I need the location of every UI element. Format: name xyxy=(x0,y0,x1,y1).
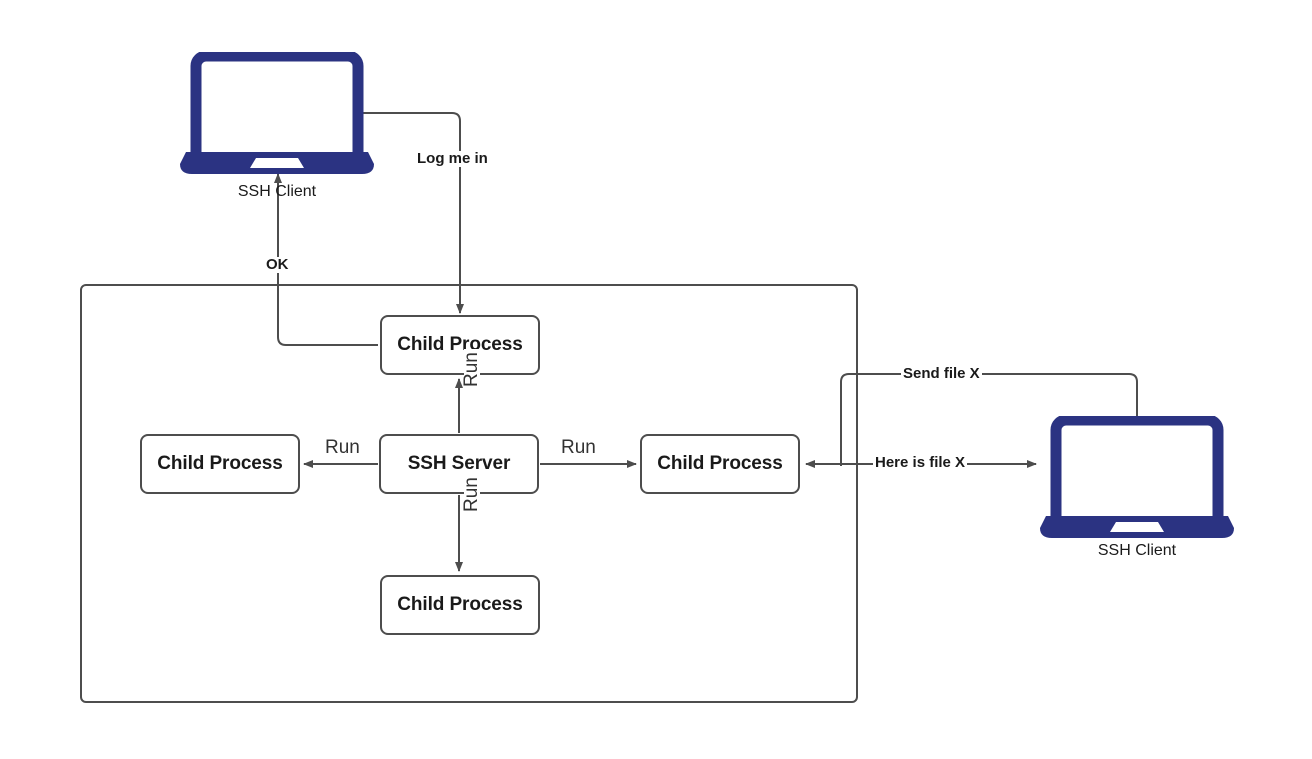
edge-label-run-right: Run xyxy=(558,438,599,457)
device-label-client-right: SSH Client xyxy=(1097,542,1177,559)
edge-label-run-down: Run xyxy=(461,474,482,515)
node-child-process-right[interactable]: Child Process xyxy=(640,434,800,494)
edge-label-log-me-in: Log me in xyxy=(415,150,490,167)
node-child-process-left[interactable]: Child Process xyxy=(140,434,300,494)
server-boundary-container xyxy=(80,284,858,703)
edge-label-run-up: Run xyxy=(461,349,482,390)
edge-ok xyxy=(274,173,378,346)
node-child-process-bottom[interactable]: Child Process xyxy=(380,575,540,635)
edge-log-me-in xyxy=(356,112,464,314)
edge-label-run-left: Run xyxy=(322,438,363,457)
edge-label-send-file-x: Send file X xyxy=(901,365,982,382)
laptop-icon-client-top xyxy=(180,50,374,174)
edge-label-ok: OK xyxy=(264,256,291,273)
device-label-client-top: SSH Client xyxy=(237,183,317,200)
node-child-process-top[interactable]: Child Process xyxy=(380,315,540,375)
node-ssh-server[interactable]: SSH Server xyxy=(379,434,539,494)
laptop-icon-client-right xyxy=(1040,414,1234,538)
edge-label-here-is-file-x: Here is file X xyxy=(873,454,968,471)
edge-send-file-x xyxy=(840,373,1138,466)
